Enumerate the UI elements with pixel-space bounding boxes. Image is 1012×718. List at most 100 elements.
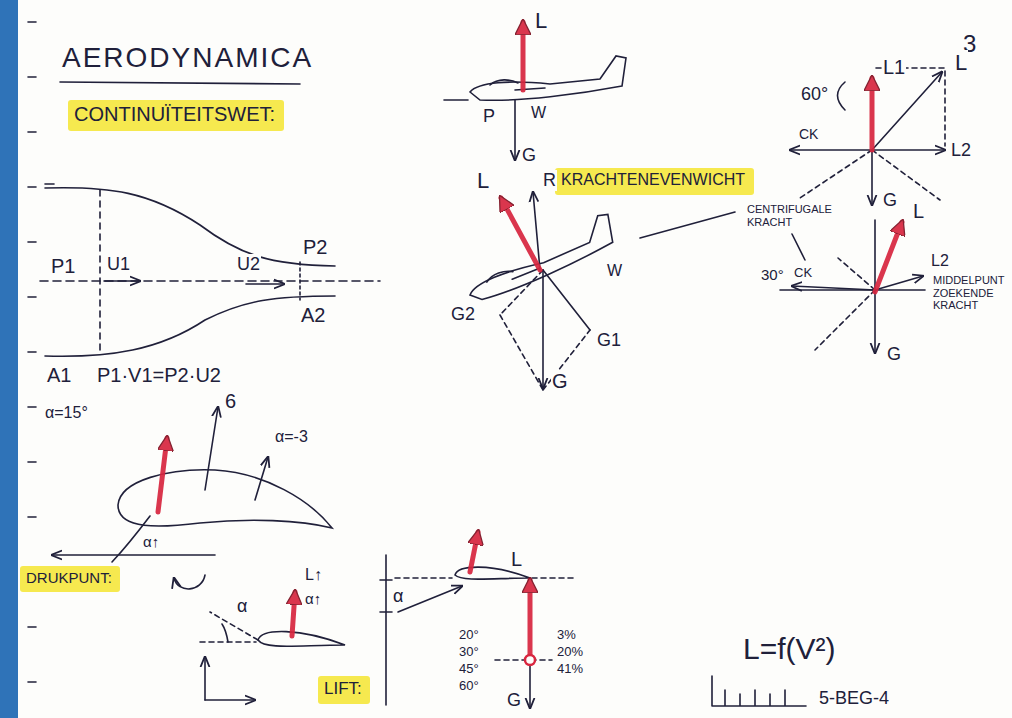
note-label: α=15° <box>44 404 89 422</box>
note-label: U1 <box>106 254 131 275</box>
note-label: L <box>476 168 490 193</box>
component-line <box>543 270 590 330</box>
force-arrow <box>205 407 218 490</box>
note-label: L <box>510 548 523 571</box>
note-label: U2 <box>236 254 261 275</box>
note-label: 3% <box>556 628 577 643</box>
axis-arrow <box>204 657 206 700</box>
pivot-dot <box>525 655 535 665</box>
lift-vectors <box>470 532 478 572</box>
force-arrow <box>792 286 875 290</box>
flow-arrow <box>104 280 140 282</box>
flow-arrow <box>246 283 284 285</box>
ink-drawing <box>40 56 945 708</box>
angle-arc <box>222 624 228 642</box>
lift-vectors <box>521 22 526 90</box>
weight-arrow <box>542 270 544 388</box>
note-label: 30° <box>760 266 785 283</box>
flow-line <box>532 577 575 579</box>
note-label: L <box>534 8 548 33</box>
note-label: 20% <box>556 645 584 660</box>
leader-line <box>792 234 805 260</box>
note-label: MIDDELPUNT ZOEKENDE KRACHT <box>932 274 1006 312</box>
lift-vectors <box>875 222 902 292</box>
note-label: 41% <box>556 662 584 677</box>
note-label: G <box>551 370 569 393</box>
note-label: α <box>392 586 404 607</box>
angle-arrow <box>398 586 462 612</box>
weight-arrow <box>514 100 516 160</box>
note-label: α↑ <box>304 590 322 607</box>
divider <box>385 555 387 705</box>
airplane <box>459 213 621 303</box>
note-label: 20° <box>458 628 480 643</box>
construction-line <box>876 68 945 146</box>
note-label: L2 <box>950 140 972 161</box>
airplane <box>470 56 626 100</box>
note-label: G <box>521 145 537 166</box>
airplane <box>470 56 626 100</box>
note-label: P1 <box>50 255 76 278</box>
note-label: 6 <box>224 390 237 413</box>
tick <box>380 580 392 612</box>
airfoil <box>118 470 332 528</box>
drag-arrow <box>52 554 215 556</box>
component-line <box>500 315 543 390</box>
section-line <box>99 190 101 354</box>
note-label: L <box>912 200 925 223</box>
construction-line <box>815 290 875 350</box>
note-label: L1 <box>882 56 906 79</box>
lift-vectors <box>292 592 295 636</box>
moment-arrow <box>174 575 205 589</box>
angle-arc <box>838 82 846 110</box>
highlight-band: KRACHTENEVENWICHT <box>555 168 754 195</box>
link-line <box>640 212 735 238</box>
paper <box>18 0 1012 718</box>
note-label: α↑ <box>142 533 160 550</box>
note-label: α <box>236 596 248 617</box>
note-label: 30° <box>458 645 480 660</box>
axis-line <box>40 280 380 282</box>
note-label: L2 <box>930 252 950 270</box>
component-line <box>500 270 543 315</box>
band-text: KRACHTENEVENWICHT <box>561 171 748 189</box>
axis-line <box>495 659 552 661</box>
band-text: LIFT: <box>324 679 364 699</box>
airfoil <box>258 632 345 647</box>
note-label: R <box>542 170 557 191</box>
airplane <box>490 80 545 90</box>
force-arrow <box>872 72 942 150</box>
note-label: G <box>882 190 898 211</box>
note-label: P2 <box>302 236 328 259</box>
lift-vectors <box>158 438 167 512</box>
note-label: A2 <box>300 304 326 327</box>
lift-vectors <box>501 198 540 270</box>
note-label: 60° <box>800 84 829 105</box>
small-graph <box>712 676 806 706</box>
note-label: 45° <box>458 662 480 677</box>
highlight-band: DRUKPUNT: <box>20 566 120 592</box>
note-label: P1·V1=P2·U2 <box>96 364 222 387</box>
axis-arrow <box>205 699 255 701</box>
note-label: A1 <box>46 364 72 387</box>
force-arrow <box>790 149 872 151</box>
band-text: CONTINUÏTEITSWET: <box>74 103 278 126</box>
note-label: G <box>886 344 902 365</box>
note-label: L=f(V²) <box>742 632 837 667</box>
airplane <box>459 213 621 303</box>
highlight-band: CONTINUÏTEITSWET: <box>68 100 284 131</box>
note-label: G1 <box>596 330 622 351</box>
note-label: 5-BEG-4 <box>818 688 890 709</box>
weight-arrow <box>529 666 531 708</box>
construction-line <box>838 258 875 290</box>
weight-arrow <box>871 150 873 205</box>
note-label: G2 <box>450 304 476 325</box>
note-label: P <box>482 106 496 127</box>
lift-vectors <box>528 580 533 655</box>
note-label: L↑ <box>304 566 323 584</box>
note-label: CK <box>798 126 819 142</box>
note-label: W <box>606 262 623 280</box>
note-label: α=-3 <box>274 428 309 446</box>
nozzle-wall <box>45 188 335 266</box>
